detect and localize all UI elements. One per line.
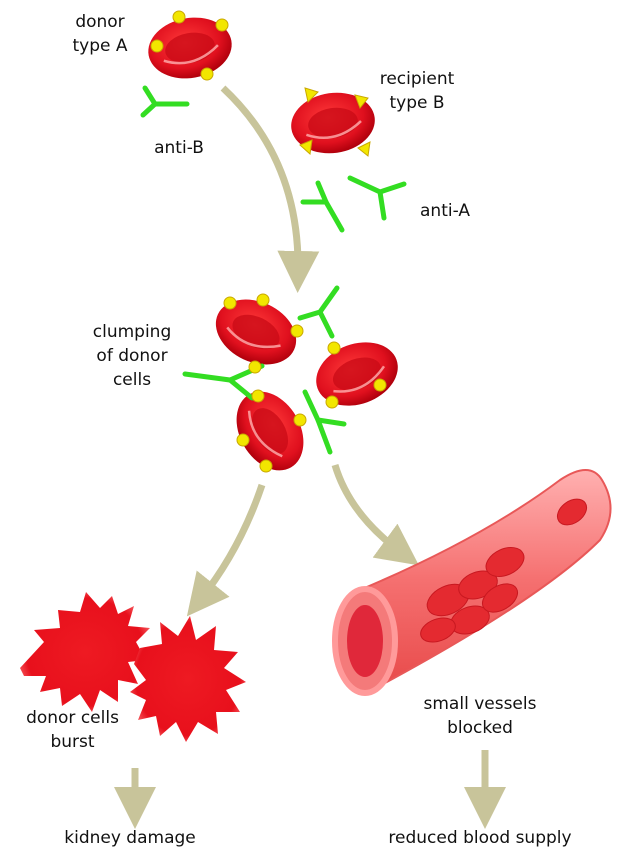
blood-supply-text: reduced blood supply	[350, 826, 610, 850]
kidney-text: kidney damage	[30, 826, 230, 850]
clumping-label: clumping of donor cells	[72, 320, 192, 392]
arrow-donor-to-clump	[223, 88, 298, 272]
donor-label-line1: donor	[55, 10, 145, 34]
recipient-type-b-label: recipient type B	[362, 67, 472, 115]
anti-b-label: anti-B	[134, 136, 224, 160]
recipient-label-line2: type B	[362, 91, 472, 115]
anti-a-antibodies	[303, 178, 404, 230]
recipient-label-line1: recipient	[362, 67, 472, 91]
clumping-line2: of donor	[72, 344, 192, 368]
arrow-clump-to-vessel	[335, 465, 402, 553]
anti-a-text: anti-A	[405, 199, 485, 223]
anti-b-antibody	[143, 88, 187, 115]
vessels-line2: blocked	[405, 716, 555, 740]
clumping-line1: clumping	[72, 320, 192, 344]
clumped-cell-2	[307, 331, 406, 416]
blood-vessel	[335, 470, 611, 693]
vessels-line1: small vessels	[405, 692, 555, 716]
donor-label-line2: type A	[55, 34, 145, 58]
kidney-damage-label: kidney damage	[30, 826, 230, 850]
arrow-clump-to-burst	[200, 485, 262, 600]
burst-label: donor cells burst	[0, 706, 145, 754]
clumping-line3: cells	[72, 368, 192, 392]
donor-type-a-label: donor type A	[55, 10, 145, 58]
burst-line2: burst	[0, 730, 145, 754]
anti-a-label: anti-A	[405, 199, 485, 223]
vessels-label: small vessels blocked	[405, 692, 555, 740]
anti-b-text: anti-B	[134, 136, 224, 160]
reduced-blood-supply-label: reduced blood supply	[350, 826, 610, 850]
burst-line1: donor cells	[0, 706, 145, 730]
